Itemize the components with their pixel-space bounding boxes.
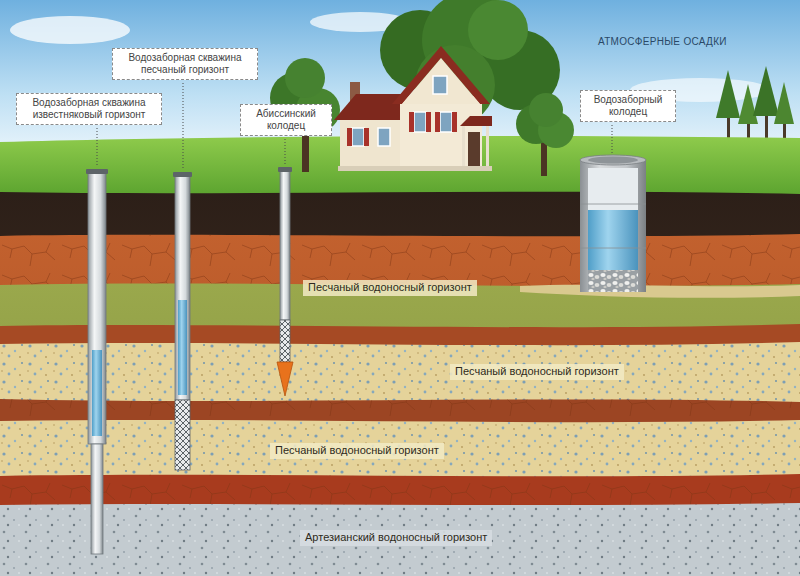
sand-well <box>173 172 192 470</box>
right-tree <box>516 93 574 176</box>
soil-layers <box>0 192 800 576</box>
dug-well <box>580 155 646 292</box>
precipitation-label: АТМОСФЕРНЫЕ ОСАДКИ <box>598 36 727 48</box>
leader-line <box>97 128 98 166</box>
callout-box: Водозаборная скважина песчаный горизонт <box>112 48 258 80</box>
aquifer-label: Песчаный водоносный горизонт <box>450 364 624 380</box>
distant-trees <box>716 66 794 140</box>
callout-text: Водозаборная скважина песчаный горизонт <box>119 52 251 76</box>
callout-text: Абиссинский колодец <box>247 108 325 132</box>
leader-line <box>612 125 613 153</box>
callout-text: Водозаборная скважина известняковый гори… <box>23 97 155 121</box>
house <box>334 46 492 171</box>
aquifer-label: Артезианский водоносный горизонт <box>300 530 492 546</box>
aquifer-label: Песчаный водоносный горизонт <box>270 443 444 459</box>
abyssinian-well <box>277 167 293 396</box>
callout-box: Абиссинский колодец <box>240 104 332 136</box>
callout-text: Водозаборный колодец <box>587 94 669 118</box>
leader-line <box>285 139 286 164</box>
callout-box: Водозаборный колодец <box>580 90 676 122</box>
leader-line <box>183 83 184 169</box>
leader-lines <box>97 83 612 169</box>
aquifer-label: Песчаный водоносный горизонт <box>303 280 477 296</box>
limestone-well <box>86 169 108 554</box>
callout-box: Водозаборная скважина известняковый гори… <box>16 93 162 125</box>
